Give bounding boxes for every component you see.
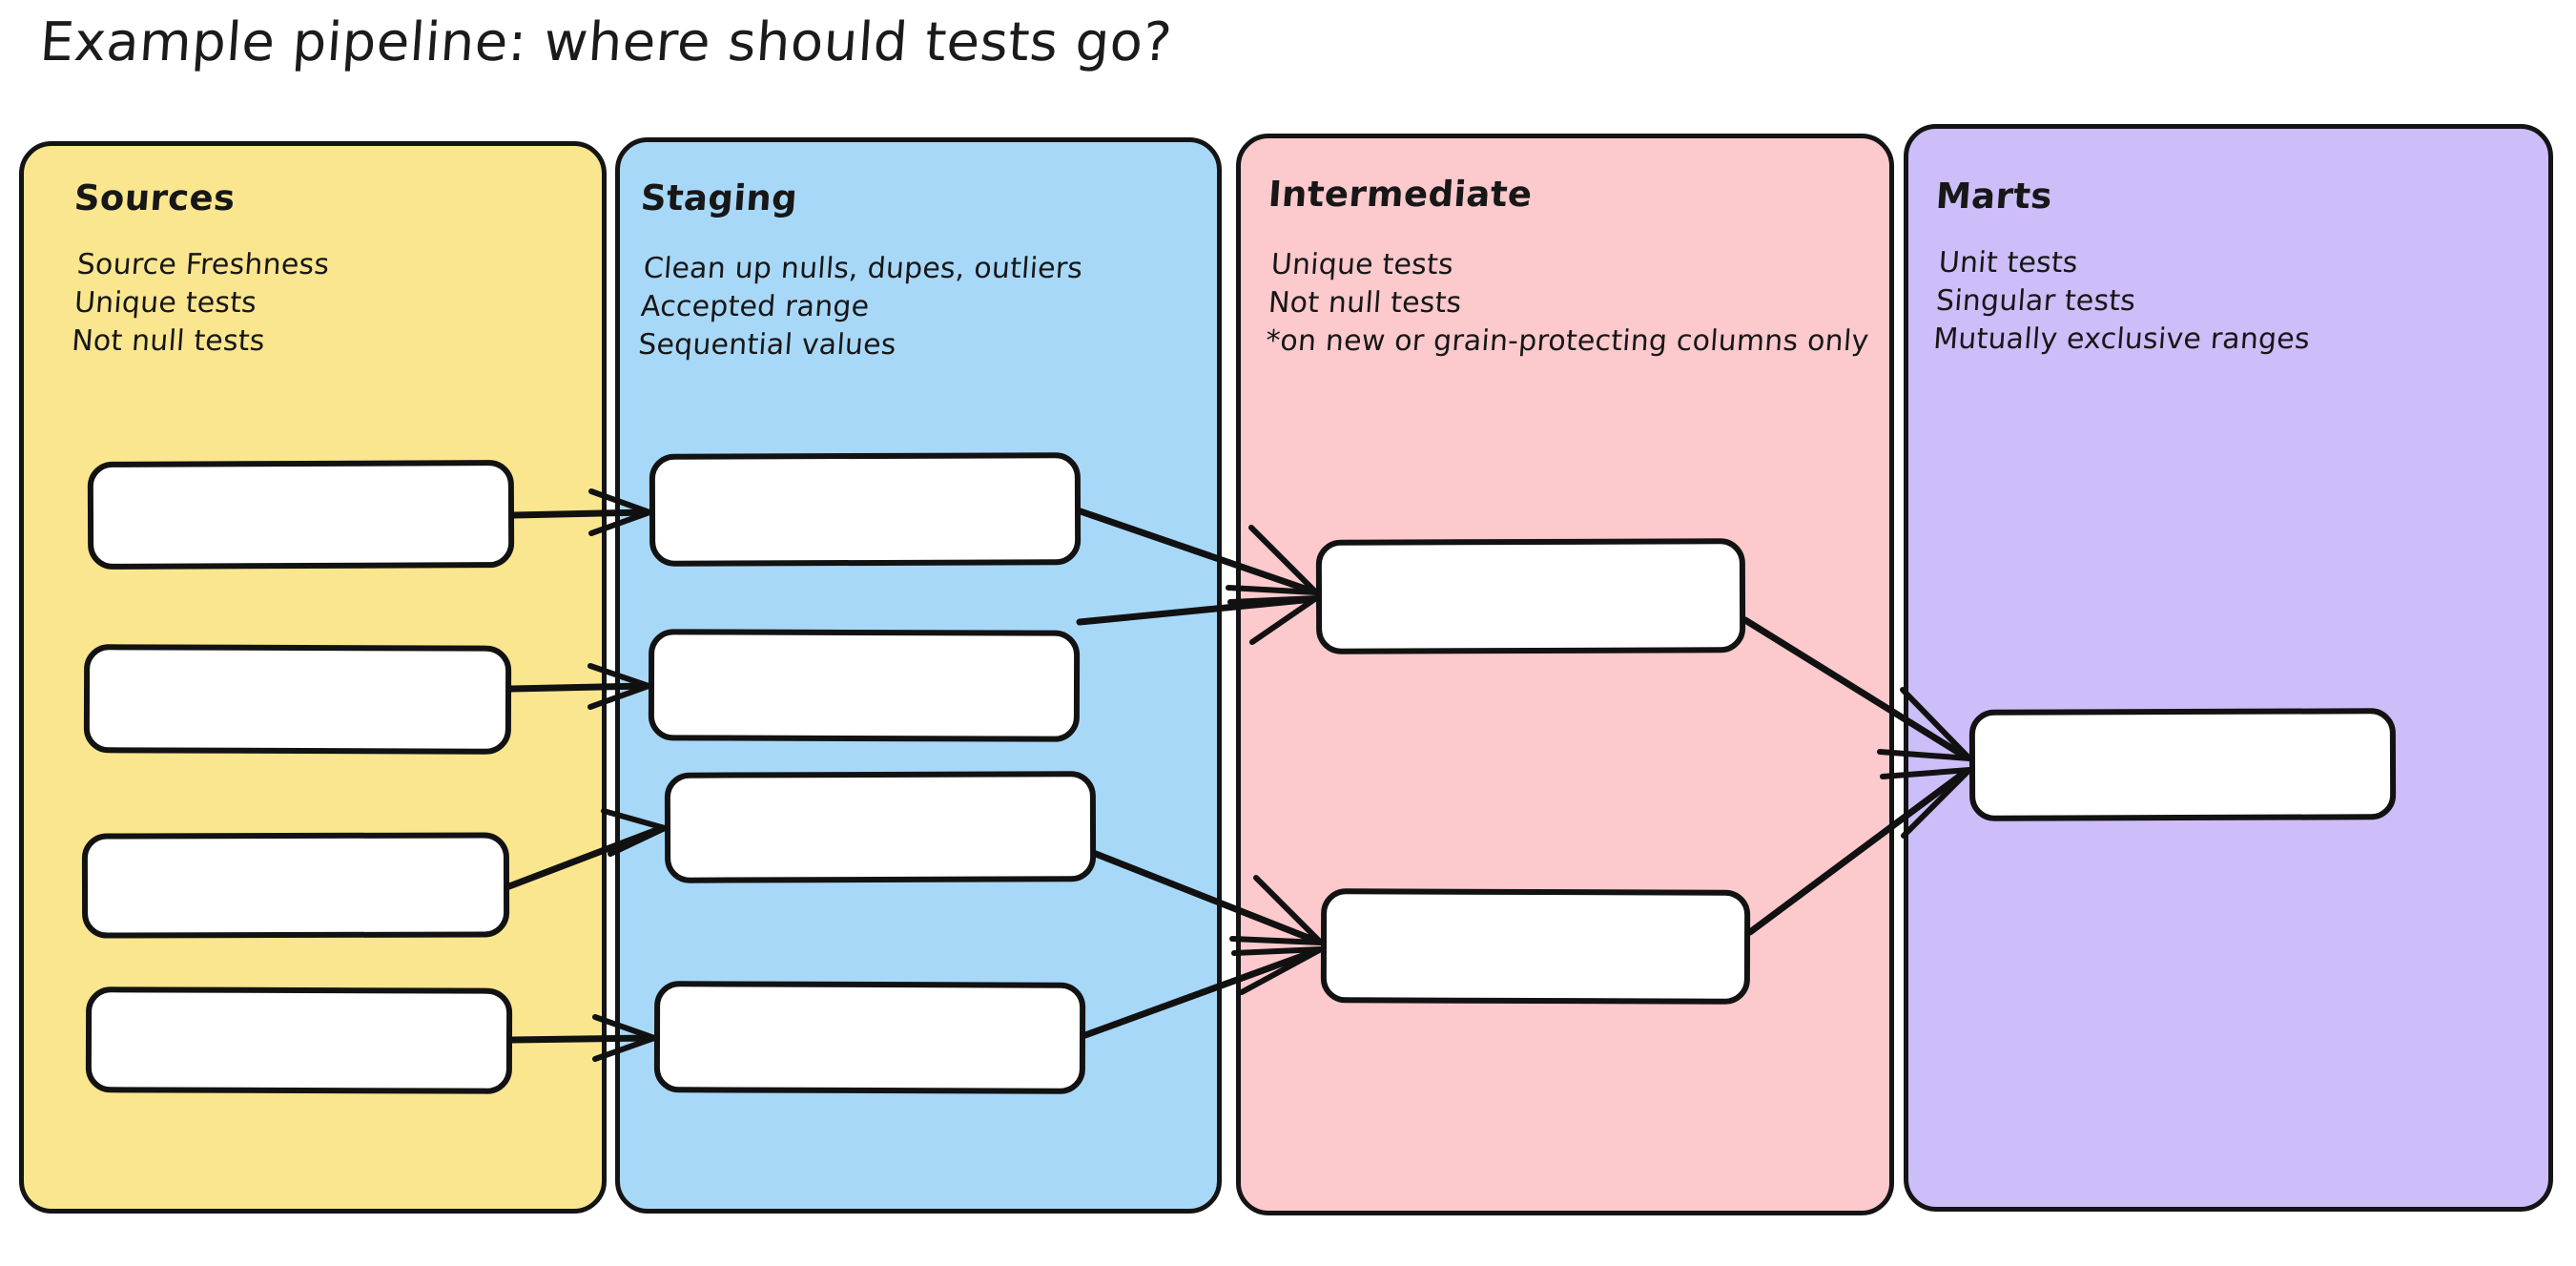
lane-notes-intermediate: Unique tests Not null tests *on new or g…: [1265, 248, 1870, 358]
node-source-1[interactable]: [87, 460, 515, 570]
node-source-4[interactable]: [85, 986, 513, 1094]
page-title: Example pipeline: where should tests go?: [37, 11, 1175, 73]
lane-title-intermediate: Intermediate: [1267, 174, 1535, 215]
lane-title-staging: Staging: [639, 177, 799, 218]
lane-title-marts: Marts: [1934, 176, 2054, 217]
node-staging-2[interactable]: [648, 629, 1081, 742]
lane-title-sources: Sources: [72, 177, 237, 218]
lane-marts[interactable]: [1904, 124, 2553, 1212]
node-source-3[interactable]: [81, 832, 510, 939]
node-mart-1[interactable]: [1968, 708, 2397, 821]
node-source-2[interactable]: [83, 644, 512, 755]
lane-notes-sources: Source Freshness Unique tests Not null t…: [71, 248, 331, 358]
node-staging-3[interactable]: [664, 771, 1097, 883]
node-staging-1[interactable]: [649, 452, 1082, 567]
node-intermediate-1[interactable]: [1315, 538, 1746, 654]
node-intermediate-2[interactable]: [1320, 888, 1751, 1005]
lane-notes-marts: Unit tests Singular tests Mutually exclu…: [1932, 246, 2312, 356]
node-staging-4[interactable]: [653, 981, 1086, 1094]
lane-notes-staging: Clean up nulls, dupes, outliers Accepted…: [637, 252, 1084, 362]
